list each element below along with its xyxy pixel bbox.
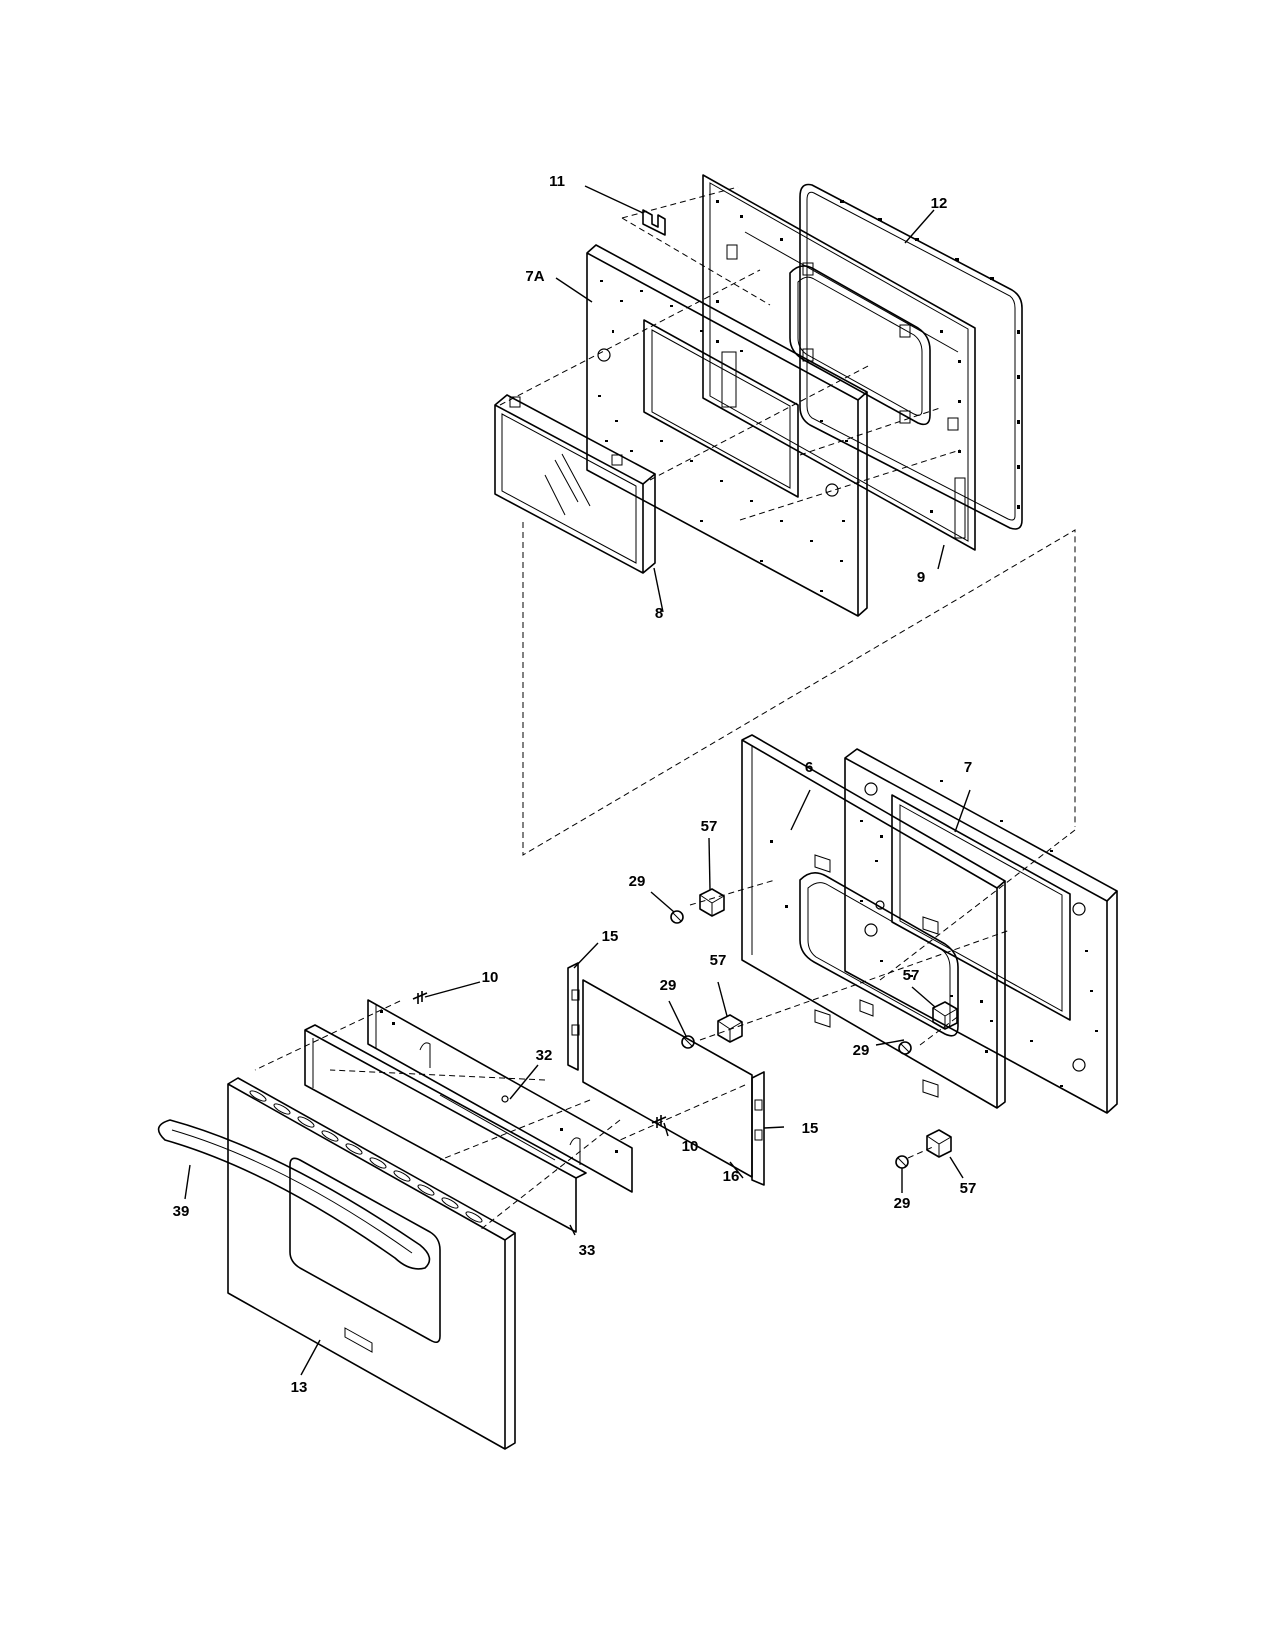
label-part-15-b: 15 [802, 1120, 819, 1137]
label-part-6: 6 [805, 759, 813, 776]
part-15-retainer-right [751, 1071, 765, 1186]
part-32-bracket [367, 999, 633, 1193]
alignment-lines [254, 186, 1076, 1231]
part-7a-insulation [586, 244, 868, 617]
label-part-16: 16 [723, 1168, 740, 1185]
label-part-29-c: 29 [853, 1042, 870, 1059]
label-part-29-a: 29 [629, 873, 646, 890]
part-10-screw-a [412, 991, 428, 1004]
label-part-57-c: 57 [903, 967, 920, 984]
label-part-29-b: 29 [660, 977, 677, 994]
part-13-outer-door [227, 1077, 516, 1450]
part-57-clip-c [932, 1001, 958, 1030]
label-part-33: 33 [579, 1242, 596, 1259]
label-part-7a: 7A [525, 268, 544, 285]
label-part-12: 12 [931, 195, 948, 212]
leader-lines [184, 185, 971, 1376]
part-29-screw-a [670, 910, 684, 924]
label-part-7: 7 [964, 759, 972, 776]
label-part-57-d: 57 [960, 1180, 977, 1197]
part-33-duct [304, 1024, 587, 1233]
part-29-screw-d [895, 1155, 909, 1169]
part-7-insulation [844, 748, 1118, 1114]
label-part-10-a: 10 [482, 969, 499, 986]
part-29-screw-c [898, 1041, 912, 1055]
part-15-retainer-left [567, 962, 580, 1071]
label-part-57-b: 57 [710, 952, 727, 969]
part-8-glass-pack [494, 394, 656, 574]
label-part-29-d: 29 [894, 1195, 911, 1212]
label-part-57-a: 57 [701, 818, 718, 835]
label-part-15-a: 15 [602, 928, 619, 945]
part-6-door-liner [741, 734, 1006, 1109]
part-57-clip-b [717, 1014, 743, 1043]
part-57-clip-a [699, 888, 725, 917]
part-labels: 11 12 7A 9 8 6 7 57 29 15 29 57 57 29 10… [173, 173, 977, 1396]
label-part-11: 11 [549, 173, 565, 190]
part-9-door-liner [702, 174, 976, 551]
label-part-8: 8 [655, 605, 663, 622]
part-11-clip [642, 209, 666, 236]
label-part-32: 32 [536, 1047, 553, 1064]
label-part-10-b: 10 [682, 1138, 699, 1155]
label-part-9: 9 [917, 569, 925, 586]
part-10-screw-b [651, 1115, 667, 1128]
part-16-glass [582, 979, 753, 1178]
part-39-handle [157, 1119, 431, 1270]
part-57-clip-d [926, 1129, 952, 1158]
label-part-39: 39 [173, 1203, 190, 1220]
part-12-gasket [799, 183, 1023, 530]
label-part-13: 13 [291, 1379, 308, 1396]
